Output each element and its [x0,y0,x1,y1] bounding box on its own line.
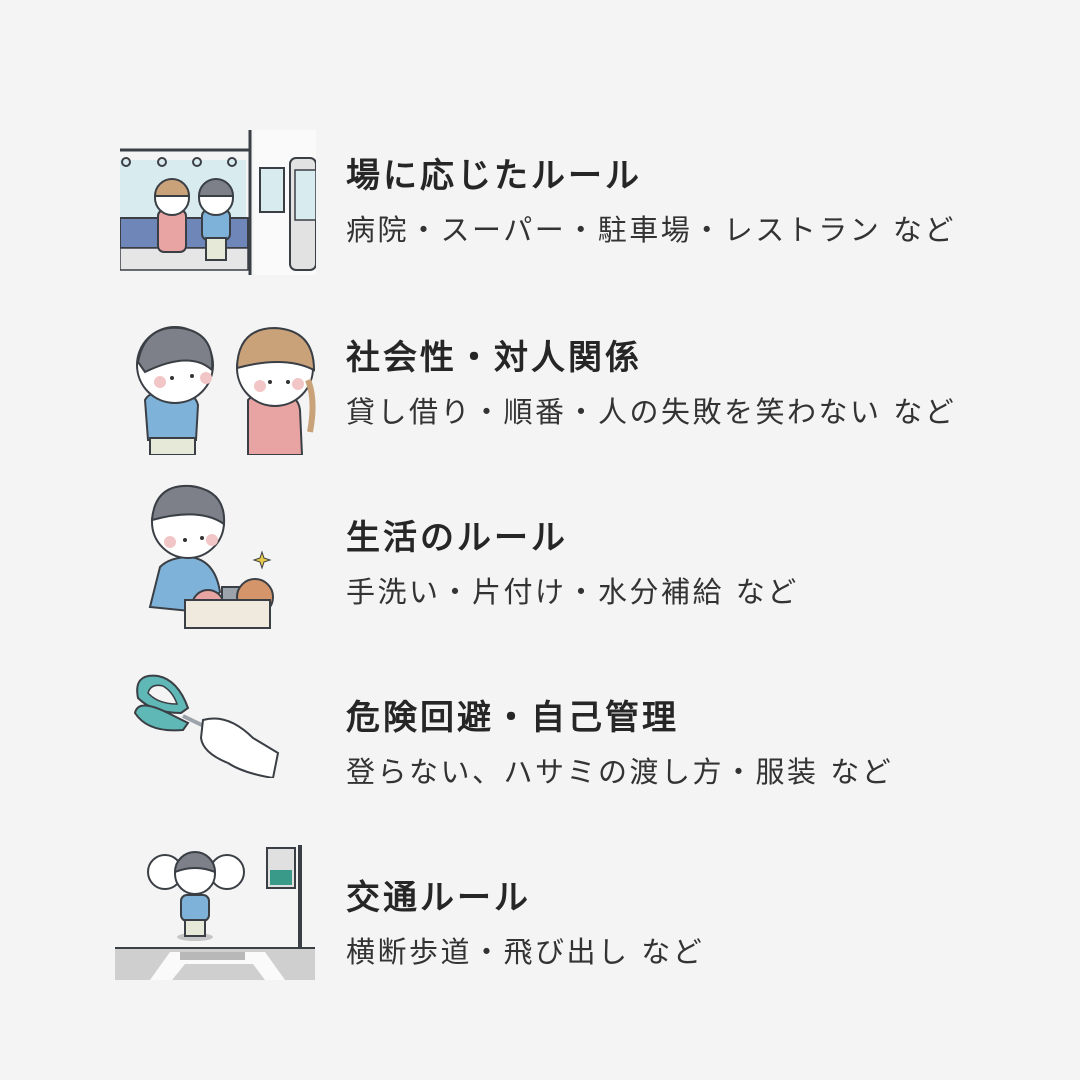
rule-title: 交通ルール [346,878,531,918]
rule-description: 貸し借り・順番・人の失敗を笑わない など [346,395,957,429]
rule-description: 登らない、ハサミの渡し方・服装 など [346,755,894,789]
train-icon [120,130,316,280]
rule-title: 生活のルール [346,518,568,558]
rule-item-place: 場に応じたルール 病院・スーパー・駐車場・レストラン など [0,120,1080,300]
child-tidying-toys-illustration [140,482,280,637]
scissors-icon [133,674,280,778]
crosswalk-icon [115,845,315,980]
rule-title: 場に応じたルール [346,156,642,196]
rule-item-danger-avoidance: 危険回避・自己管理 登らない、ハサミの渡し方・服装 など [0,660,1080,840]
children-apologizing-illustration [120,320,320,455]
toy-box-icon [148,484,274,629]
rule-description: 病院・スーパー・駐車場・レストラン など [346,213,956,247]
rule-item-social: 社会性・対人関係 貸し借り・順番・人の失敗を笑わない など [0,300,1080,480]
hand-passing-scissors-illustration [133,668,281,778]
child-at-crosswalk-illustration [115,840,315,980]
rule-title: 社会性・対人関係 [346,338,642,378]
rule-title: 危険回避・自己管理 [346,698,679,738]
rule-description: 手洗い・片付け・水分補給 など [346,575,799,609]
children-bowing-icon [136,326,316,455]
rule-item-daily-life: 生活のルール 手洗い・片付け・水分補給 など [0,480,1080,660]
rule-description: 横断歩道・飛び出し など [346,935,705,969]
rule-item-traffic: 交通ルール 横断歩道・飛び出し など [0,840,1080,1020]
children-sitting-on-train-illustration [120,130,316,280]
